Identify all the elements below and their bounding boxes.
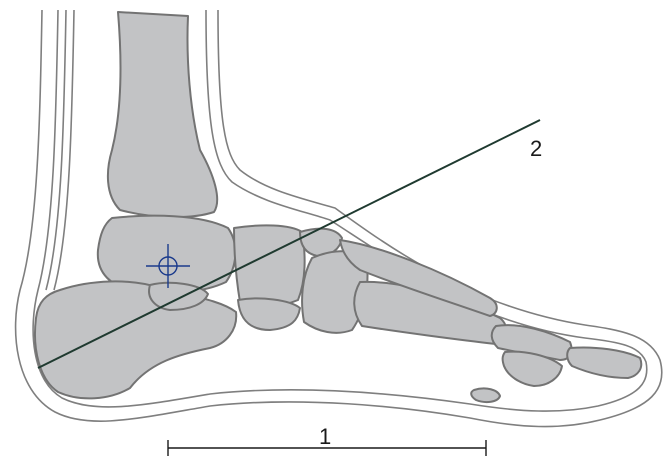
tibia-bone (106, 11, 219, 219)
measurement-label-2: 2 (530, 136, 543, 161)
measurement-label-1: 1 (319, 424, 332, 449)
sustentaculum-bone (148, 281, 209, 311)
proximal-phalanx-bone (490, 324, 573, 361)
toe-phalanx-bone (501, 350, 563, 387)
distal-phalanx-bone (566, 346, 643, 379)
achilles-line-1 (45, 9, 67, 291)
bones (34, 11, 643, 404)
achilles-line-2 (53, 9, 75, 291)
cuboid-bone (237, 297, 301, 331)
outer-skin-contour (14, 9, 663, 428)
metatarsal-2-bone (339, 239, 498, 317)
skin-outline (14, 9, 663, 428)
sesamoid-bone (470, 387, 501, 404)
inner-skin-contour (32, 9, 648, 412)
crosshair-icon (146, 244, 190, 288)
axis-line-2 (37, 119, 541, 369)
scale-bar-1 (167, 440, 487, 456)
